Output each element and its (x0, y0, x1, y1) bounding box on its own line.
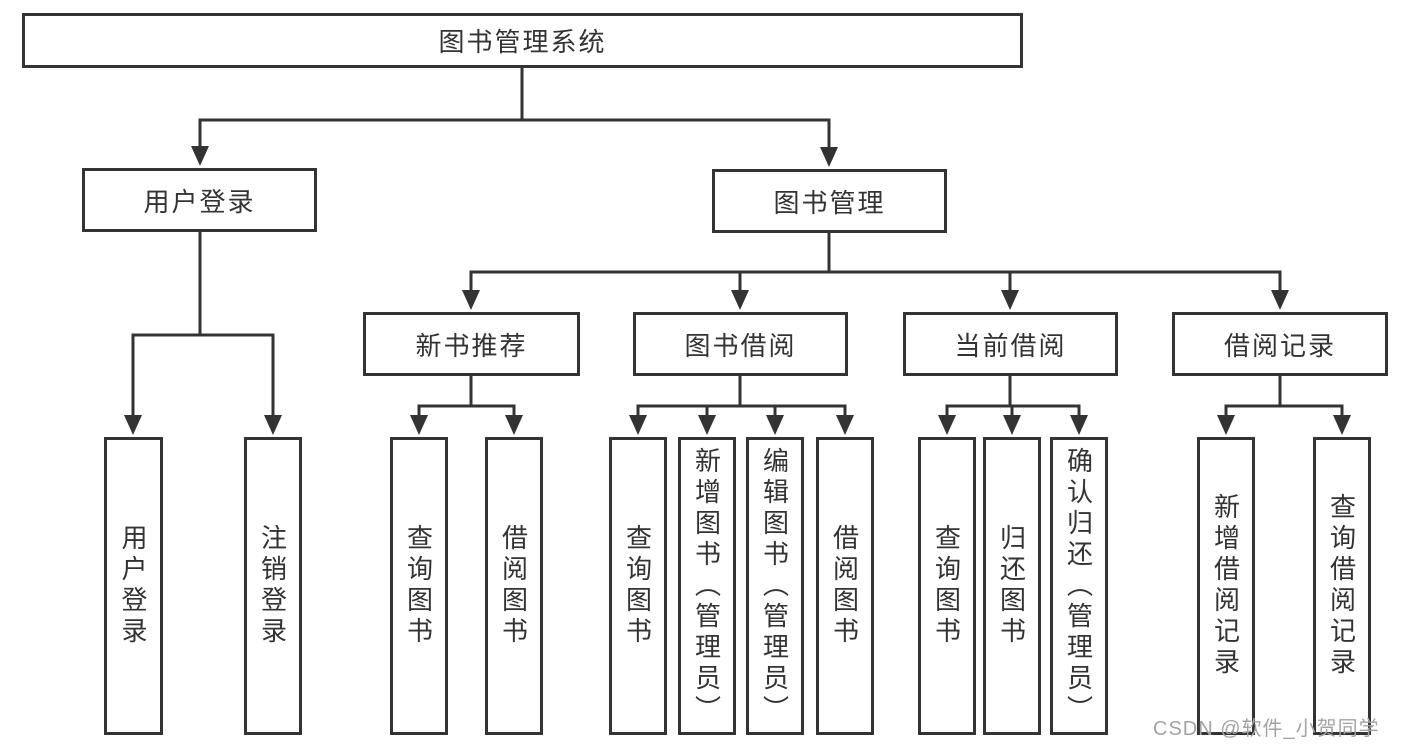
leaf-record-query: 查询借阅记录 (1313, 437, 1371, 735)
leaf-newbook-query: 查询图书 (390, 437, 448, 735)
connector-current-borrow (938, 374, 1088, 435)
csdn-watermark: CSDN @软件_小贺同学 (1153, 718, 1380, 740)
node-current-borrow: 当前借阅 (903, 312, 1118, 376)
connector-new-book (410, 374, 523, 435)
connector-borrow-record (1217, 374, 1351, 435)
node-user-login-group: 用户登录 (82, 168, 317, 232)
leaf-borrow-query: 查询图书 (609, 437, 667, 735)
node-book-management: 图书管理 (712, 169, 947, 233)
leaf-borrow-book: 借阅图书 (816, 437, 874, 735)
leaf-current-confirm-admin: 确认归还（管理员） (1050, 437, 1108, 735)
connector-user-login (124, 230, 282, 435)
leaf-record-add: 新增借阅记录 (1197, 437, 1255, 735)
leaf-borrow-add-admin: 新增图书（管理员） (678, 437, 736, 735)
connector-root (191, 66, 838, 167)
connector-book-management (462, 231, 1289, 310)
node-book-borrow: 图书借阅 (633, 312, 848, 376)
leaf-borrow-edit-admin: 编辑图书（管理员） (746, 437, 804, 735)
leaf-logout: 注销登录 (244, 437, 302, 735)
node-borrow-record: 借阅记录 (1172, 312, 1388, 376)
leaf-current-query: 查询图书 (918, 437, 976, 735)
leaf-user-login: 用户登录 (104, 437, 163, 735)
leaf-newbook-borrow: 借阅图书 (485, 437, 543, 735)
node-new-book-recommend: 新书推荐 (363, 312, 580, 376)
leaf-current-return: 归还图书 (983, 437, 1041, 735)
connector-book-borrow (629, 374, 854, 435)
node-library-system: 图书管理系统 (22, 13, 1023, 68)
